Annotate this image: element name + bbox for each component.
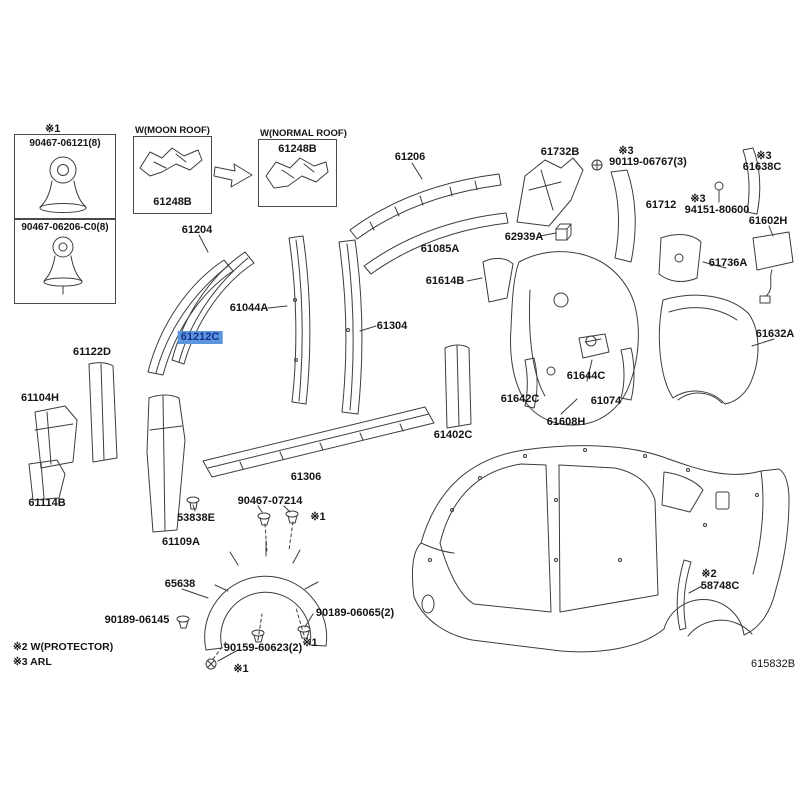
part-label-61114B[interactable]: 61114B <box>28 497 66 509</box>
part-label-61642C[interactable]: 61642C <box>500 393 540 405</box>
ref-marker: ※1 <box>310 511 326 523</box>
ref-marker: ※3 <box>690 193 706 205</box>
ref-fastener-box-lower: 90467-06206-C0(8) <box>14 218 116 304</box>
part-label-61644C[interactable]: 61644C <box>566 370 606 382</box>
part-label-62939A[interactable]: 62939A <box>504 231 544 243</box>
part-label-61122D[interactable]: 61122D <box>73 346 111 358</box>
drawing-61104H <box>34 405 78 469</box>
part-label-61614B[interactable]: 61614B <box>425 275 465 287</box>
ref-marker: ※3 <box>618 145 634 157</box>
drawing-61304 <box>338 239 363 415</box>
screw-icon <box>205 658 217 670</box>
part-label-65638[interactable]: 65638 <box>164 578 196 590</box>
drawing-61044A <box>288 235 311 405</box>
ref-marker-box: ※1 <box>45 123 61 135</box>
clip-icon-53838E <box>186 496 200 510</box>
leader-lines <box>181 162 775 662</box>
drawing-61074 <box>620 347 635 401</box>
part-label-90467-06121[interactable]: 90467-06121(8) <box>29 138 101 149</box>
part-label-90467-07214[interactable]: 90467-07214 <box>237 495 303 507</box>
drawing-61122D <box>88 362 118 463</box>
drawing-61632A <box>658 294 759 405</box>
drawing-58748C <box>676 559 692 631</box>
moon-roof-bracket-drawing <box>139 147 203 177</box>
part-label-90159-606232[interactable]: 90159-60623(2) <box>223 642 303 654</box>
part-label-53838E[interactable]: 53838E <box>177 512 215 524</box>
drawing-61206 <box>349 173 502 240</box>
drawing-61085A <box>363 212 509 275</box>
part-label-90467-06206[interactable]: 90467-06206-C0(8) <box>21 222 109 233</box>
weld-marks <box>293 298 759 562</box>
part-label-61306[interactable]: 61306 <box>290 471 322 483</box>
arrow-icon <box>213 163 253 188</box>
drawing-61109A <box>146 394 186 533</box>
footnote-arl: ※3 ARL <box>13 656 52 668</box>
drawing-61608H <box>510 251 639 426</box>
part-label-61608H[interactable]: 61608H <box>546 416 586 428</box>
normal-roof-bracket-drawing <box>265 157 329 189</box>
clip-icon <box>257 512 271 526</box>
part-label-61602H[interactable]: 61602H <box>748 215 788 227</box>
moon-roof-box-title: W(MOON ROOF) <box>134 125 211 136</box>
part-label-61104H[interactable]: 61104H <box>21 392 59 404</box>
part-label-61085A[interactable]: 61085A <box>420 243 460 255</box>
part-label-61732B[interactable]: 61732B <box>540 146 580 158</box>
ref-marker: ※1 <box>302 637 318 649</box>
drawing-61602H <box>752 231 794 304</box>
drawing-61306 <box>202 406 435 478</box>
drawing-61644C <box>578 333 610 359</box>
fastener-icons <box>176 159 724 670</box>
part-label-61044A[interactable]: 61044A <box>229 302 269 314</box>
drawing-61114B <box>28 459 66 501</box>
part-label-61632A[interactable]: 61632A <box>755 328 795 340</box>
part-label-58748C[interactable]: 58748C <box>700 580 740 592</box>
diagram-id: 615832B <box>751 658 796 670</box>
part-label-61736A[interactable]: 61736A <box>708 257 748 269</box>
clip-icon <box>176 615 190 629</box>
normal-roof-box-title: W(NORMAL ROOF) <box>259 128 348 139</box>
bolt-icon <box>591 159 603 171</box>
drawing-61402C <box>444 344 472 429</box>
clip-icon <box>297 625 311 639</box>
part-label-61109A[interactable]: 61109A <box>162 536 200 548</box>
part-label-61638C[interactable]: 61638C <box>742 161 782 173</box>
part-label-94151-80600[interactable]: 94151-80600 <box>684 204 750 216</box>
part-label-61212C[interactable]: 61212C <box>177 331 223 344</box>
drawing-65638 <box>204 540 328 651</box>
drawing-61614B <box>482 257 514 303</box>
part-label-61204[interactable]: 61204 <box>181 224 213 236</box>
part-label-61304[interactable]: 61304 <box>376 320 408 332</box>
normal-roof-box: W(NORMAL ROOF) 61248B <box>258 128 348 207</box>
part-label-61248B-normal[interactable]: 61248B <box>278 143 317 155</box>
part-label-90189-06145[interactable]: 90189-06145 <box>104 614 170 626</box>
ref-marker: ※1 <box>233 663 249 675</box>
part-label-61248B-moon[interactable]: 61248B <box>153 196 192 208</box>
grommet-90467-06121-drawing <box>39 156 87 213</box>
drawing-61638C <box>742 147 761 215</box>
moon-roof-box: W(MOON ROOF) 61248B <box>133 125 212 214</box>
part-label-61074[interactable]: 61074 <box>590 395 622 407</box>
drawing-61212C <box>147 259 234 376</box>
grommet-90467-06206-drawing <box>43 236 83 295</box>
drawing-62939A <box>555 223 572 241</box>
clip-icon <box>251 629 265 643</box>
part-label-61712[interactable]: 61712 <box>645 199 677 211</box>
footnote-protector: ※2 W(PROTECTOR) <box>13 641 114 653</box>
ref-fastener-box-upper: 90467-06121(8) <box>14 134 116 220</box>
drawing-61736A <box>658 234 702 282</box>
part-label-61402C[interactable]: 61402C <box>433 429 473 441</box>
drawing-61712 <box>610 169 636 263</box>
drawing-61732B <box>516 157 584 227</box>
part-label-90119-067673[interactable]: 90119-06767(3) <box>609 156 687 168</box>
part-label-61206[interactable]: 61206 <box>394 151 426 163</box>
drawing-61642C <box>524 357 538 409</box>
ref-marker: ※2 <box>701 568 717 580</box>
ref-marker: ※3 <box>756 150 772 162</box>
part-label-90189-060652[interactable]: 90189-06065(2) <box>315 607 395 619</box>
drawing-body-side-view <box>411 445 790 653</box>
